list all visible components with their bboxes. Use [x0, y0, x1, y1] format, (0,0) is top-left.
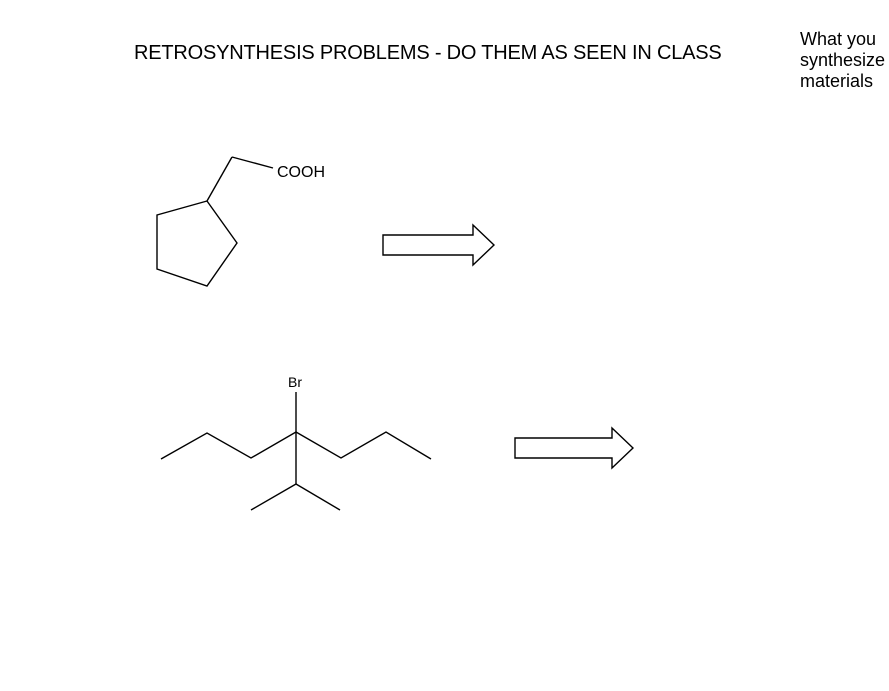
side-note-line: What you [800, 29, 877, 49]
side-note-line: synthesize [800, 50, 886, 70]
isopropyl-methyl-right [295, 483, 341, 511]
page-title: RETROSYNTHESIS PROBLEMS - DO THEM AS SEE… [134, 42, 722, 64]
problem-1-structure [156, 156, 274, 287]
bond-ring-ch2 [206, 156, 233, 202]
isopropyl-methyl-left [250, 483, 297, 511]
side-note-line: materials [800, 71, 874, 91]
bond-ch2-cooh [231, 156, 274, 169]
side-note: What you synthesize materials [800, 29, 885, 92]
problem-1-arrow [382, 223, 496, 267]
retrosynthesis-arrow [382, 223, 496, 267]
cyclopentane-ring [156, 200, 238, 287]
left-propyl-chain [160, 431, 297, 460]
retrosynthesis-arrow [514, 426, 635, 470]
cooh-label: COOH [277, 164, 325, 181]
problem-2-arrow [514, 426, 635, 470]
br-label: Br [288, 374, 302, 390]
right-propyl-chain [295, 431, 432, 460]
problem-2-structure [160, 392, 432, 511]
